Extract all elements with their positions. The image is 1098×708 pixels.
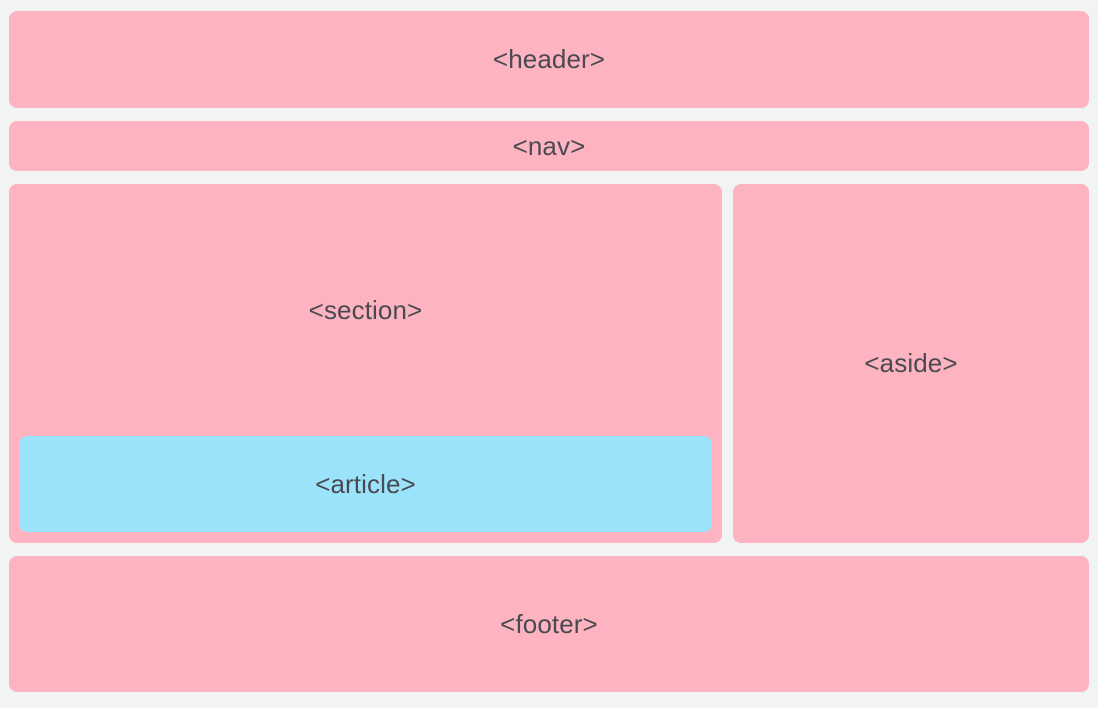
aside-region-label: <aside> (864, 348, 958, 379)
content-row: <section> <article> <aside> (9, 184, 1089, 543)
header-region: <header> (9, 11, 1089, 108)
footer-region: <footer> (9, 556, 1089, 692)
nav-region: <nav> (9, 121, 1089, 171)
section-label-area: <section> (9, 184, 722, 436)
header-region-label: <header> (492, 44, 606, 75)
article-region-label: <article> (315, 468, 416, 499)
section-region-label: <section> (308, 294, 423, 325)
article-region: <article> (19, 436, 712, 532)
nav-region-label: <nav> (512, 130, 586, 161)
aside-region: <aside> (733, 184, 1089, 543)
section-region: <section> <article> (9, 184, 722, 543)
footer-region-label: <footer> (500, 608, 598, 639)
